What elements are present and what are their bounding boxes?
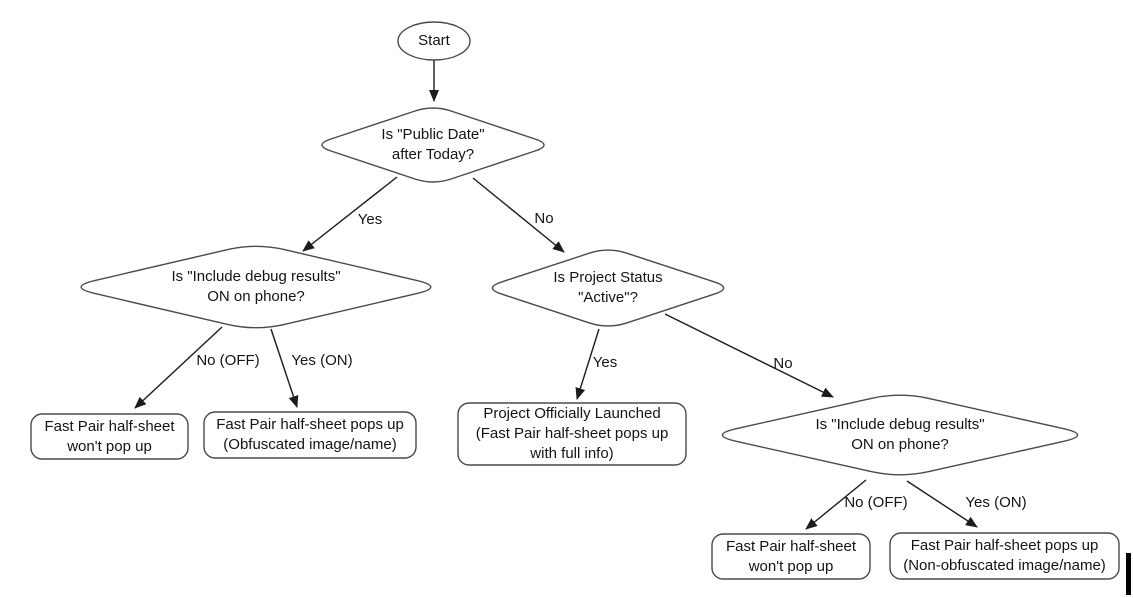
edge-label-yes-5: Yes <box>592 354 618 371</box>
edge-arrow-yes-1 <box>302 176 398 252</box>
edge-arrow-yes-on-8 <box>906 480 978 528</box>
public-date-decision-label-line-0: Is "Public Date" <box>381 126 485 143</box>
project-launched-label: Project Officially Launched (Fast Pair ha… <box>476 404 669 464</box>
edge-label-yes-on-8: Yes (ON) <box>965 494 1027 511</box>
edge-arrow-yes-5 <box>575 328 600 400</box>
non-obfuscated-popup-shape <box>889 532 1120 580</box>
project-status-decision-label-line-1: "Active"? <box>578 289 638 306</box>
project-launched-label-line-1: (Fast Pair half-sheet pops up <box>475 425 669 442</box>
edge-arrow-yes-on-4 <box>270 328 299 408</box>
wont-popup-right-shape <box>711 533 871 580</box>
edge-arrow-no-6 <box>664 313 834 398</box>
public-date-decision-shape <box>321 107 545 183</box>
wont-popup-left-shape <box>30 413 189 460</box>
edge-arrow-no-off-7 <box>805 479 867 530</box>
start-label-line-0: Start <box>418 32 450 49</box>
non-obfuscated-popup-label-line-0: Fast Pair half-sheet pops up <box>910 537 1099 554</box>
obfuscated-popup-label-line-1: (Obfuscated image/name) <box>223 436 397 453</box>
edge-label-no-off-7: No (OFF) <box>844 494 908 511</box>
public-date-decision-label: Is "Public Date" after Today? <box>381 125 484 165</box>
project-launched-label-line-0: Project Officially Launched <box>483 405 661 422</box>
debug-results-left-decision-label-line-1: ON on phone? <box>207 288 305 305</box>
edge-label-yes-1: Yes <box>357 211 383 228</box>
start-shape <box>397 21 471 61</box>
debug-results-right-decision-label: Is "Include debug results" ON on phone? <box>815 415 984 455</box>
edge-label-no-off-3: No (OFF) <box>196 352 260 369</box>
text-cursor-artifact <box>1126 553 1131 595</box>
wont-popup-left-label-line-1: won't pop up <box>67 437 152 455</box>
edge-arrow-no-off-3 <box>134 326 223 409</box>
project-status-decision-label-line-0: Is Project Status <box>553 269 663 286</box>
debug-results-right-decision-shape <box>721 394 1079 476</box>
project-status-decision-shape <box>491 249 725 327</box>
wont-popup-right-label-line-1: won't pop up <box>748 557 834 575</box>
obfuscated-popup-label-line-0: Fast Pair half-sheet pops up <box>216 416 404 433</box>
debug-results-right-decision-label-line-0: Is "Include debug results" <box>815 416 985 433</box>
wont-popup-left-label: Fast Pair half-sheet won't pop up <box>44 417 174 457</box>
start-label: Start <box>418 31 450 51</box>
public-date-decision-label-line-1: after Today? <box>391 146 475 163</box>
non-obfuscated-popup-label: Fast Pair half-sheet pops up (Non-obfusca… <box>903 536 1106 576</box>
wont-popup-left-label-line-0: Fast Pair half-sheet <box>44 417 175 435</box>
project-launched-shape <box>457 402 687 466</box>
edge-label-no-6: No <box>773 355 793 372</box>
project-launched-label-line-2: with full info) <box>530 445 614 462</box>
debug-results-left-decision-shape <box>80 245 432 329</box>
debug-results-right-decision-label-line-1: ON on phone? <box>851 436 949 453</box>
debug-results-left-decision-label: Is "Include debug results" ON on phone? <box>171 267 340 307</box>
wont-popup-right-label-line-0: Fast Pair half-sheet <box>725 537 857 555</box>
debug-results-left-decision-label-line-0: Is "Include debug results" <box>171 268 341 285</box>
wont-popup-right-label: Fast Pair half-sheet won't pop up <box>726 537 856 577</box>
edge-arrow-no-2 <box>472 177 565 253</box>
edge-label-no-2: No <box>534 210 554 227</box>
project-status-decision-label: Is Project Status "Active"? <box>553 268 662 308</box>
obfuscated-popup-label: Fast Pair half-sheet pops up (Obfuscated … <box>216 415 404 455</box>
edge-label-yes-on-4: Yes (ON) <box>291 352 353 369</box>
obfuscated-popup-shape <box>203 411 417 459</box>
non-obfuscated-popup-label-line-1: (Non-obfuscated image/name) <box>903 557 1106 574</box>
